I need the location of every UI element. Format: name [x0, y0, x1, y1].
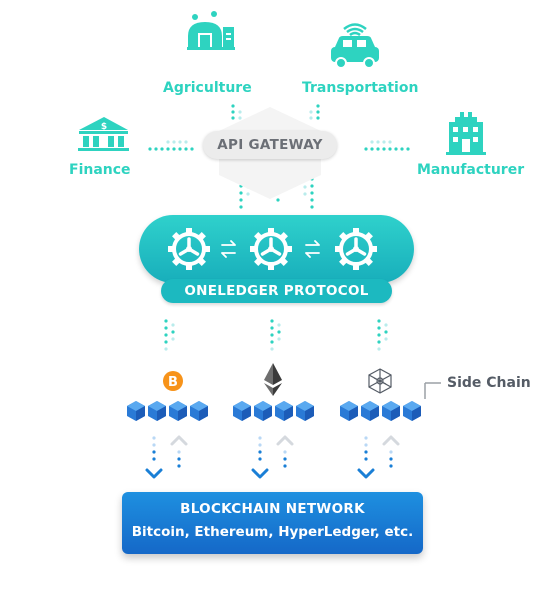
block-chain-icon	[340, 401, 421, 421]
protocol-pill	[139, 215, 414, 283]
gateway-pill	[203, 131, 337, 159]
barn-icon	[187, 11, 235, 50]
manufacturer-label: Manufacturer	[417, 162, 525, 178]
svg-text:B: B	[168, 375, 178, 390]
ethereum-icon	[264, 363, 282, 396]
side-chain-pointer	[424, 382, 441, 399]
exchange-arrows-icon	[221, 240, 320, 258]
protocol-label-pill	[161, 279, 392, 303]
sync-arrows	[145, 435, 400, 479]
hyperledger-icon	[368, 368, 392, 394]
blockchain-network-subtitle: Bitcoin, Ethereum, HyperLedger, etc.	[131, 524, 414, 540]
bitcoin-icon: B	[163, 371, 183, 391]
car-icon	[331, 23, 379, 69]
transportation-label: Transportation	[302, 80, 419, 96]
bank-icon: $	[78, 117, 129, 151]
blockchain-network-title: BLOCKCHAIN NETWORK	[180, 501, 365, 517]
finance-label: Finance	[69, 162, 131, 178]
agriculture-label: Agriculture	[163, 80, 252, 96]
block-chain-icon	[127, 401, 208, 421]
gateway-label: API GATEWAY	[217, 137, 323, 153]
svg-text:$: $	[101, 122, 107, 132]
factory-icon	[446, 112, 486, 155]
blockchain-network-box	[122, 492, 423, 554]
block-chain-icon	[233, 401, 314, 421]
side-chain-label: Side Chain	[447, 375, 531, 391]
protocol-label: ONELEDGER PROTOCOL	[184, 283, 369, 299]
